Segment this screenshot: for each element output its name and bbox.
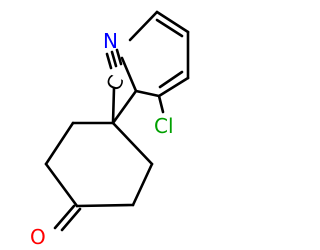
bond-cn-3 [105,52,113,70]
bond-c1-c2 [111,121,154,166]
cyclohexanone-ring [44,121,154,208]
bond-c1-nitrile [111,86,116,125]
bond-py-c3-c2 [134,89,161,98]
bond-py-c2-n [120,56,138,93]
atom-label-chlorine: Cl [154,114,174,138]
bond-co-b [60,207,82,232]
atom-label-nitrogen-ring: N [103,29,118,53]
bond-py-c6-c5 [155,10,190,34]
bond-c2-c3 [131,162,154,207]
bond-cn-1 [115,48,123,66]
ketone-double-bond [53,204,82,232]
bond-c3-cl [157,94,165,114]
bond-c4-c5 [44,162,79,208]
atom-label-carbon-nitrile: C [101,72,129,95]
structure-diagram: N C Cl O [30,10,190,249]
bond-co-a [53,204,76,230]
bond-c3-c4 [75,203,135,208]
atom-label-oxygen: O [30,225,46,249]
bond-c5-c6 [44,121,75,166]
bond-c1-pyridine [111,89,138,125]
nitrile-triple-bond [105,48,123,70]
bond-py-inner-2 [158,70,184,89]
bond-py-n-c6 [128,10,159,42]
bond-py-inner-1 [155,18,184,38]
pyridine-ring [120,10,190,98]
bond-cn-2 [110,50,118,68]
bond-py-c4-c3 [157,76,190,98]
